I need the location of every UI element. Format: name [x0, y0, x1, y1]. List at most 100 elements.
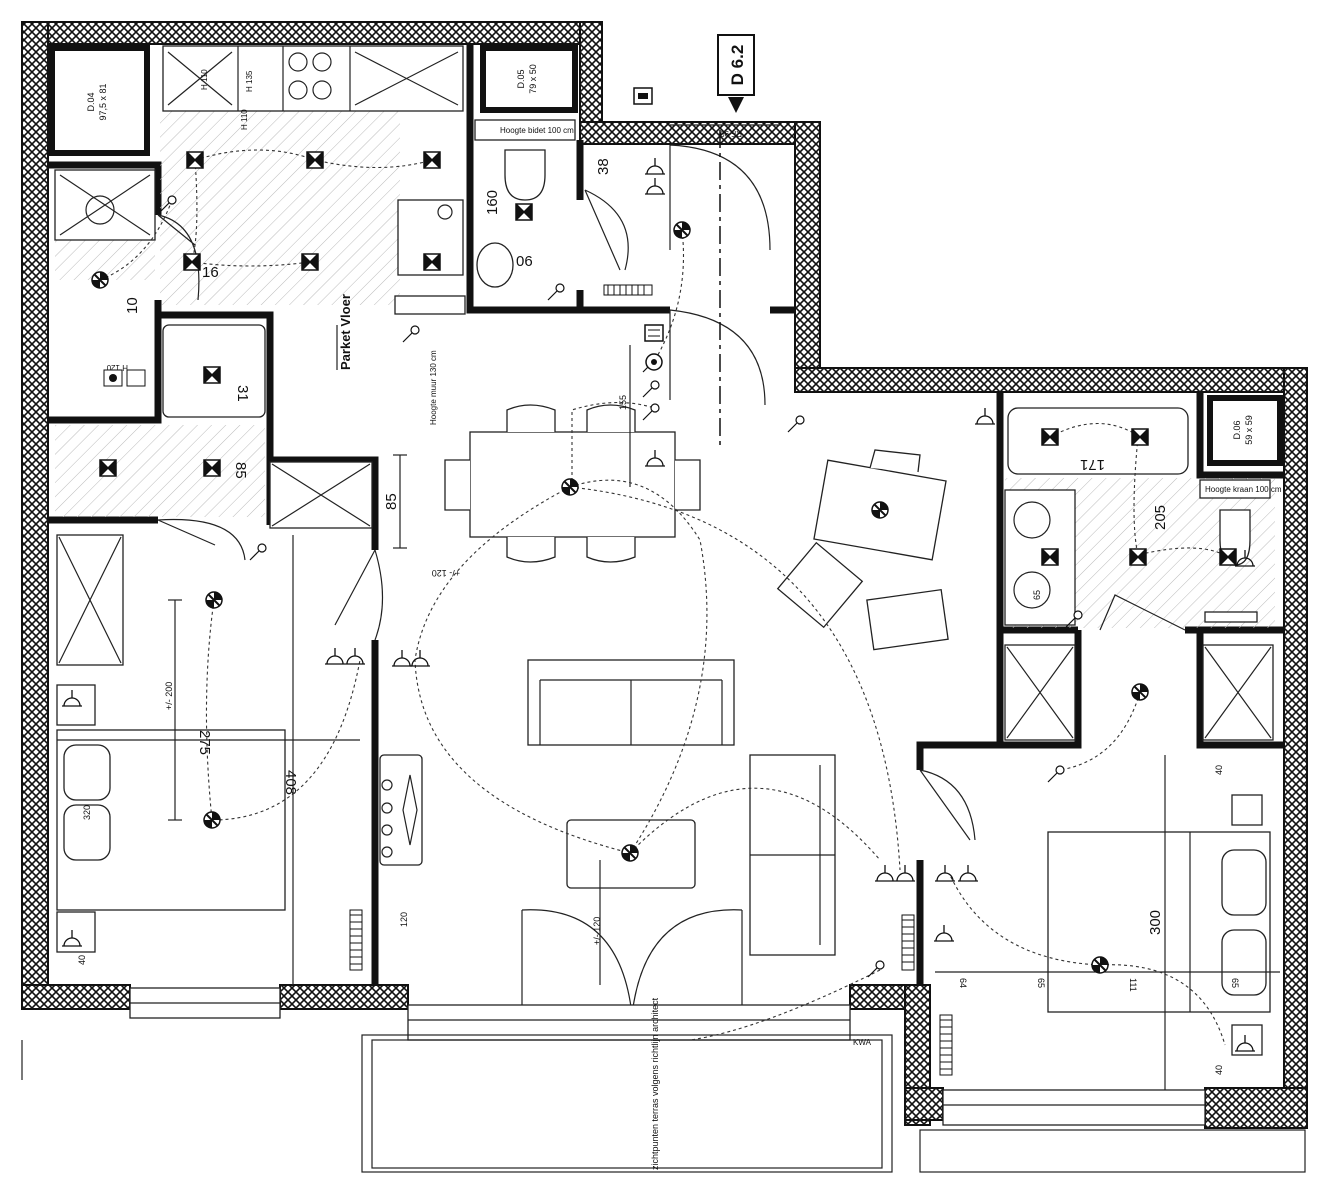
light-point-icon [301, 253, 319, 271]
living-dims: 85 155 +/- 120 120 [383, 345, 631, 927]
svg-text:300: 300 [1147, 910, 1164, 935]
svg-text:205: 205 [1152, 505, 1169, 530]
bedroom-left: 408 275 +/- 200 320 40 [56, 534, 360, 985]
shower-left: 31 85 10 16 H 120 [54, 169, 373, 529]
light-point-icon [1131, 428, 1149, 446]
light-point-icon [423, 253, 441, 271]
toilet-room: Hoogte bidet 100 cm 160 06 38 [474, 119, 612, 288]
light-point-icon [203, 366, 221, 384]
light-point-icon [423, 151, 441, 169]
light-point-icon [1219, 548, 1237, 566]
svg-text:64: 64 [958, 978, 968, 988]
svg-text:+/- 200: +/- 200 [164, 682, 174, 710]
radiator-icon [603, 284, 653, 296]
section-marker: D 6.2 [717, 34, 755, 450]
svg-text:H 110: H 110 [200, 69, 209, 90]
radiator-icon [939, 1014, 953, 1076]
svg-text:16: 16 [202, 264, 219, 281]
switch-icon [642, 403, 660, 421]
switch-icon [402, 325, 420, 343]
floor-notes: Parket Vloer Hoogte muur 130 cm [336, 294, 438, 425]
svg-text:+/- 120: +/- 120 [592, 917, 602, 945]
switch-icon [642, 380, 660, 398]
svg-text:zichtpunten terras volgens ric: zichtpunten terras volgens richtlijn arc… [650, 997, 660, 1170]
svg-text:40: 40 [77, 955, 87, 965]
light-point-icon [1129, 548, 1147, 566]
socket-icon [409, 649, 431, 667]
svg-text:D.04: D.04 [86, 92, 96, 111]
svg-text:85: 85 [383, 493, 400, 510]
tv-unit [379, 754, 423, 866]
socket-icon [934, 864, 956, 882]
svg-text:31: 31 [234, 385, 251, 402]
svg-text:Hoogte kraan 100 cm: Hoogte kraan 100 cm [1205, 485, 1282, 494]
svg-text:120: 120 [399, 912, 409, 927]
svg-text:408: 408 [282, 770, 299, 795]
switch-icon [1047, 765, 1065, 783]
socket-icon [324, 647, 346, 665]
svg-text:40: 40 [1214, 1065, 1224, 1075]
svg-text:160: 160 [484, 190, 501, 215]
light-point-icon [515, 203, 533, 221]
switch-icon [249, 543, 267, 561]
svg-text:85: 85 [232, 462, 249, 479]
desk [776, 449, 949, 651]
doors: RF 90 [157, 124, 1186, 841]
light-point-icon [306, 151, 324, 169]
socket-icon [894, 864, 916, 882]
armchair-sofa [749, 754, 836, 956]
svg-text:+/- 120: +/- 120 [432, 568, 460, 578]
switch-icon [867, 960, 885, 978]
svg-text:06: 06 [516, 253, 533, 270]
svg-text:H 110: H 110 [240, 109, 249, 130]
closet-d04: D.04 97,5 x 81 [49, 45, 150, 156]
light-point-icon [91, 271, 109, 289]
sofa [527, 659, 735, 746]
svg-text:79 x 50: 79 x 50 [528, 64, 538, 94]
svg-text:D.06: D.06 [1232, 420, 1242, 439]
electrical-panel-icon [103, 369, 123, 387]
socket-icon [344, 647, 366, 665]
svg-text:65: 65 [1036, 978, 1046, 988]
svg-text:320: 320 [82, 805, 92, 820]
electrical-panel-icon [644, 324, 664, 342]
radiators [349, 284, 953, 1076]
light-point-icon [186, 151, 204, 169]
closet-d06: D.06 59 x 59 [1207, 395, 1283, 466]
socket-icon [644, 177, 666, 195]
light-point-icon [621, 844, 639, 862]
closet-d05: D.05 79 x 50 [480, 45, 578, 113]
svg-text:D 6.2: D 6.2 [728, 45, 747, 86]
light-point-icon [203, 811, 221, 829]
electrical-panel-icon [126, 369, 146, 387]
svg-text:97,5 x 81: 97,5 x 81 [98, 83, 108, 120]
socket-icon [391, 649, 413, 667]
radiator-icon [349, 909, 363, 971]
socket-icon [957, 864, 979, 882]
light-point-icon [561, 478, 579, 496]
electrical-panel-icon [633, 87, 653, 105]
svg-text:275: 275 [196, 730, 213, 755]
socket-icon [644, 157, 666, 175]
light-point-icon [183, 253, 201, 271]
svg-text:65: 65 [1032, 590, 1042, 600]
svg-text:Hoogte muur 130 cm: Hoogte muur 130 cm [429, 350, 438, 425]
radiator-icon [901, 914, 915, 971]
light-point-icon [673, 221, 691, 239]
outer-walls [21, 21, 1308, 1129]
bathroom-right: 171 65 205 Hoogte kraan 100 cm [1004, 407, 1282, 626]
light-point-icon [203, 459, 221, 477]
light-point-icon [99, 459, 117, 477]
svg-text:40: 40 [1214, 765, 1224, 775]
light-point-icon [1091, 956, 1109, 974]
switch-icon [547, 283, 565, 301]
svg-text:H 120: H 120 [106, 363, 128, 372]
inner-walls [48, 45, 1284, 985]
light-point-icon [1041, 428, 1059, 446]
light-point-icon [1041, 548, 1059, 566]
svg-text:Parket Vloer: Parket Vloer [338, 294, 353, 370]
electrical-panel [103, 87, 664, 387]
socket-icon [933, 924, 955, 942]
light-point-icon [871, 501, 889, 519]
